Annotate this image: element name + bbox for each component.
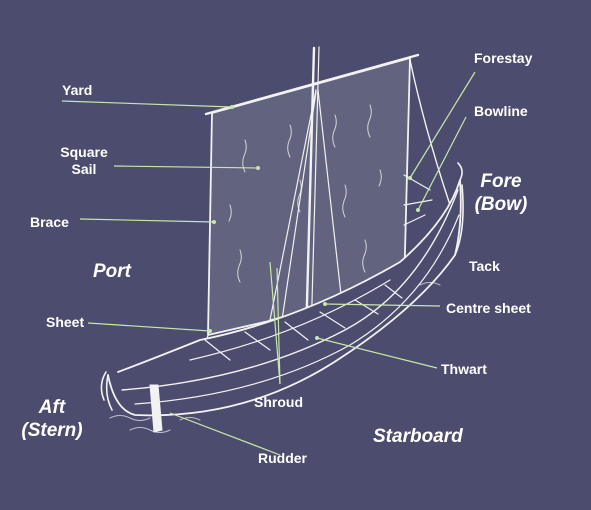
direction-fore-bow: Fore (Bow) bbox=[465, 170, 537, 216]
thwarts bbox=[189, 279, 403, 361]
direction-aft: Aft bbox=[38, 397, 66, 418]
leader-lines bbox=[61, 71, 476, 456]
direction-fore: Fore bbox=[480, 171, 522, 192]
stern-post bbox=[100, 371, 113, 411]
label-forestay: Forestay bbox=[474, 50, 533, 66]
forestay-line bbox=[409, 59, 451, 206]
label-bowline: Bowline bbox=[474, 103, 528, 119]
rudder-blade bbox=[149, 384, 163, 433]
shroud-lines bbox=[261, 89, 346, 361]
label-rudder: Rudder bbox=[258, 450, 307, 466]
label-tack: Tack bbox=[469, 258, 500, 274]
water bbox=[109, 282, 441, 433]
label-square-sail: Square Sail bbox=[54, 144, 114, 178]
label-centre-sheet: Centre sheet bbox=[446, 300, 531, 316]
direction-stern: (Stern) bbox=[21, 420, 83, 441]
direction-port: Port bbox=[93, 261, 131, 282]
label-brace: Brace bbox=[30, 214, 69, 230]
bow-post bbox=[454, 162, 464, 256]
direction-aft-stern: Aft (Stern) bbox=[14, 396, 90, 442]
label-thwart: Thwart bbox=[441, 361, 487, 377]
label-square-sail-line-1: Square bbox=[60, 144, 108, 160]
leader-dots bbox=[208, 105, 420, 340]
label-sheet: Sheet bbox=[46, 314, 85, 330]
sail-texture bbox=[228, 104, 382, 283]
label-yard: Yard bbox=[62, 82, 93, 98]
direction-bow: (Bow) bbox=[474, 194, 528, 215]
direction-starboard: Starboard bbox=[373, 426, 463, 447]
label-square-sail-line-2: Sail bbox=[71, 161, 97, 177]
label-shroud: Shroud bbox=[254, 394, 303, 410]
hull bbox=[107, 179, 462, 417]
